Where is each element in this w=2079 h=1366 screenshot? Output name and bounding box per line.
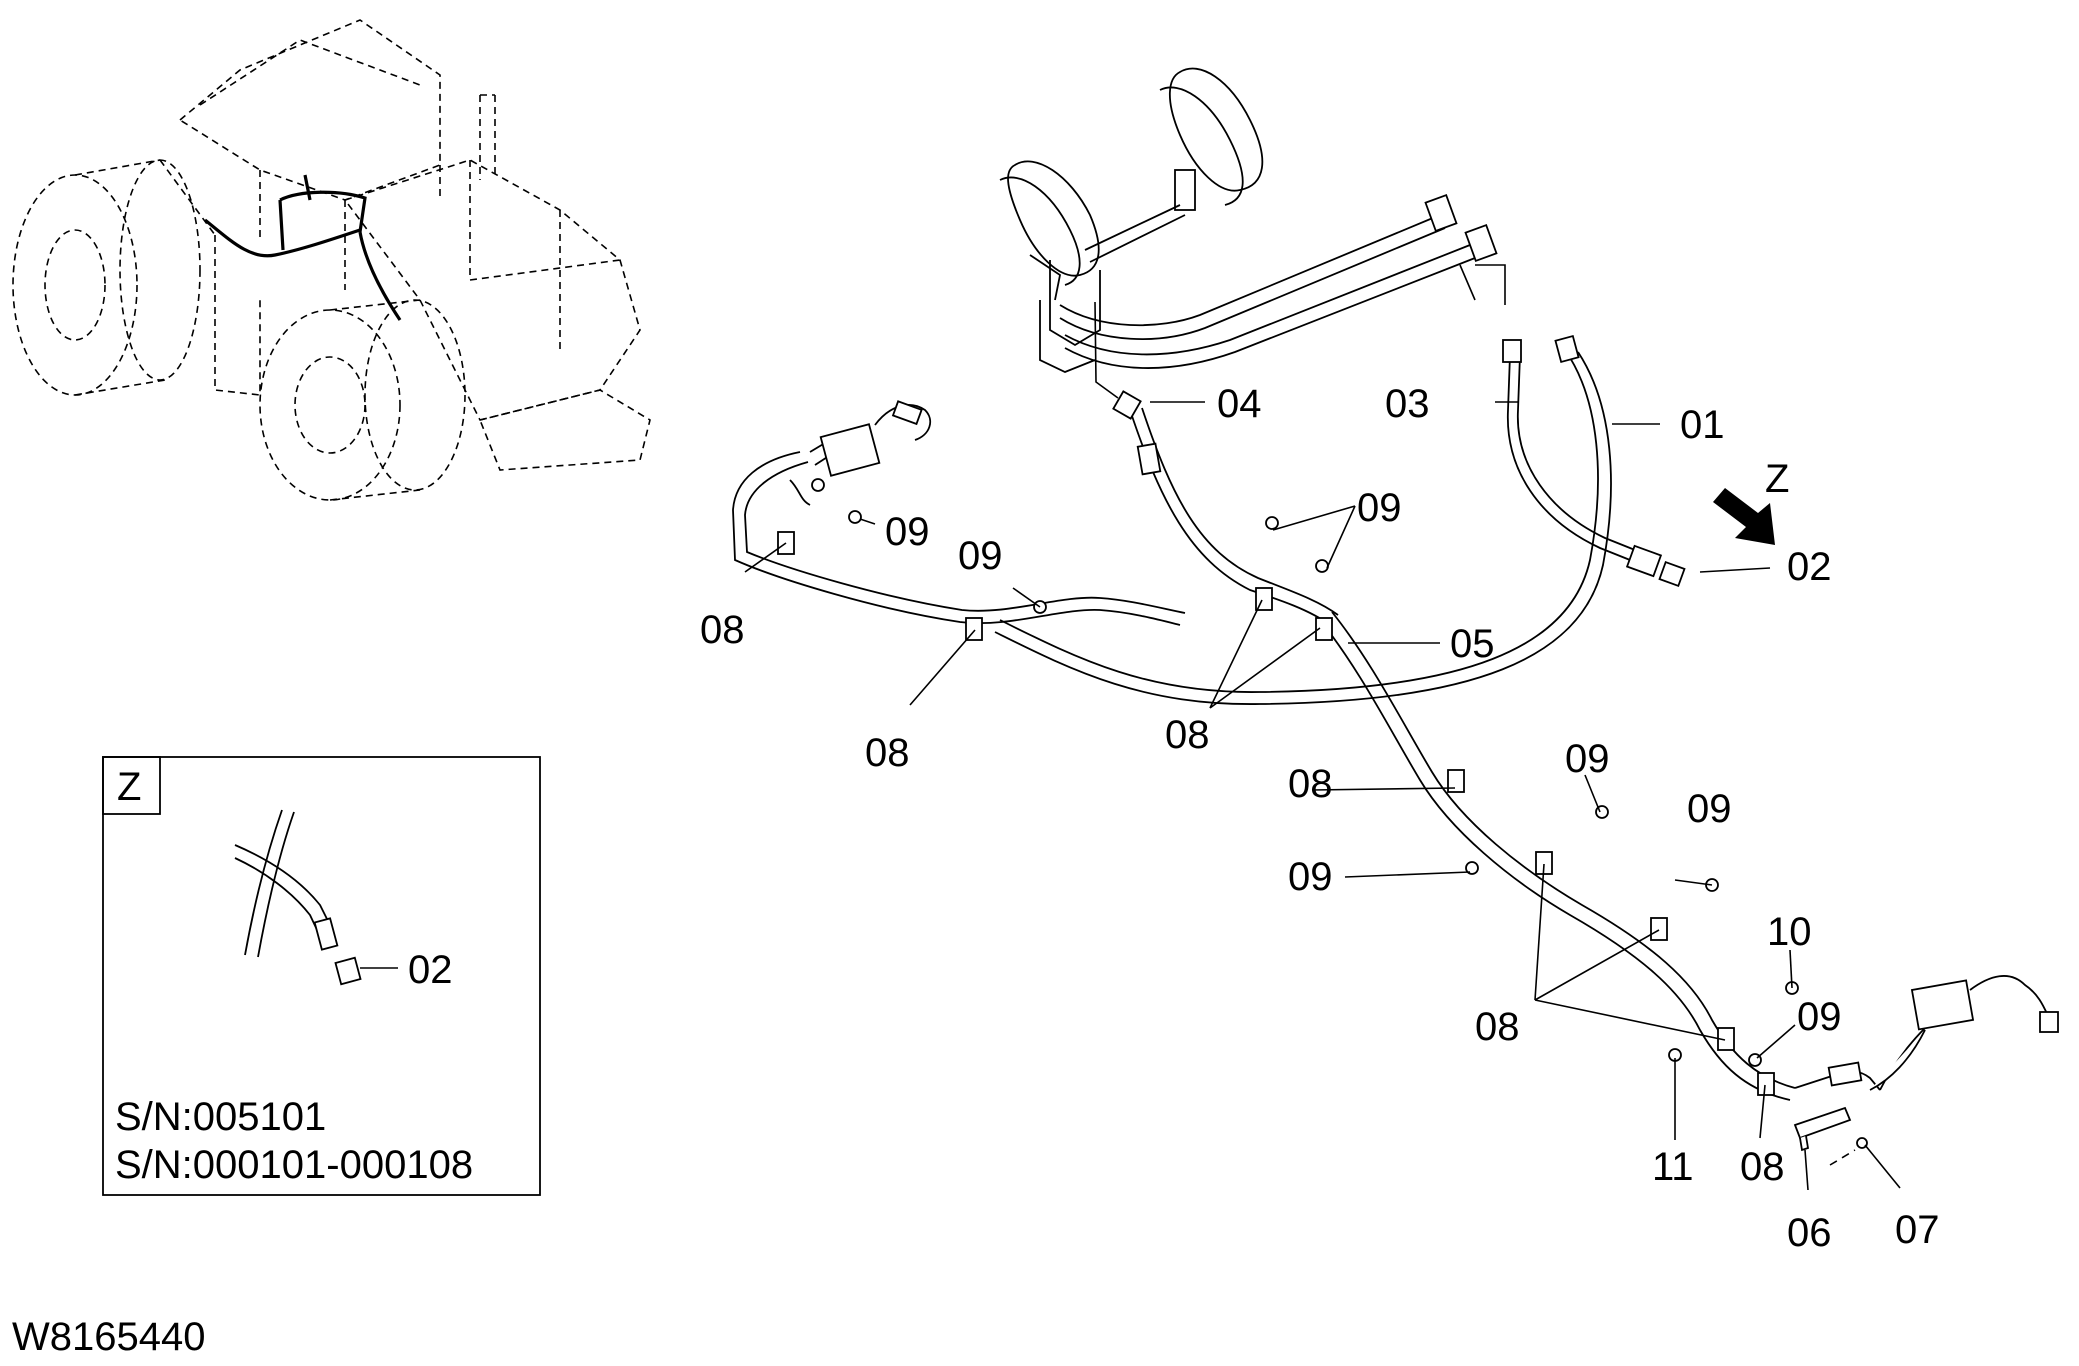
- label-08-d: 08: [1288, 762, 1333, 806]
- label-06: 06: [1787, 1211, 1832, 1255]
- label-10: 10: [1767, 910, 1812, 954]
- part-labels: 01 02 03 04 05 06 07 08 08 08 08 08 08 0…: [700, 382, 1940, 1255]
- inset-serial-2: S/N:000101-000108: [115, 1143, 473, 1187]
- label-08-f: 08: [1740, 1145, 1785, 1189]
- overview-harness: [204, 174, 402, 321]
- hose-lines: [732, 214, 1961, 1101]
- label-09-c: 09: [1357, 486, 1402, 530]
- label-09-f: 09: [1687, 787, 1732, 831]
- inset-part-label: 02: [408, 948, 453, 992]
- label-03: 03: [1385, 382, 1430, 426]
- label-08-e: 08: [1475, 1005, 1520, 1049]
- label-09-e: 09: [1288, 855, 1333, 899]
- label-08-b: 08: [865, 731, 910, 775]
- view-z-arrow: Z: [1713, 457, 1789, 545]
- inset-title: Z: [117, 765, 141, 809]
- view-z-label: Z: [1765, 457, 1789, 501]
- label-09-d: 09: [1565, 737, 1610, 781]
- leader-lines: [744, 264, 1901, 1191]
- inset-view-z: Z 02 S/N:005101 S/N:000101-000108: [102, 756, 541, 1196]
- label-09-a: 09: [885, 510, 930, 554]
- inset-serial-1: S/N:005101: [115, 1095, 326, 1139]
- label-08-c: 08: [1165, 713, 1210, 757]
- label-04: 04: [1217, 382, 1262, 426]
- label-08-a: 08: [700, 608, 745, 652]
- loader-overview: [12, 19, 651, 501]
- label-11: 11: [1652, 1145, 1694, 1189]
- drawing-code: W8165440: [12, 1315, 205, 1359]
- label-07: 07: [1895, 1208, 1940, 1252]
- fittings: [777, 193, 2059, 1152]
- brake-pedal-assembly: [999, 67, 1264, 373]
- label-09-g: 09: [1797, 995, 1842, 1039]
- label-05: 05: [1450, 622, 1495, 666]
- label-09-b: 09: [958, 534, 1003, 578]
- label-01: 01: [1680, 403, 1725, 447]
- inset-hose: [234, 809, 362, 986]
- label-02: 02: [1787, 545, 1832, 589]
